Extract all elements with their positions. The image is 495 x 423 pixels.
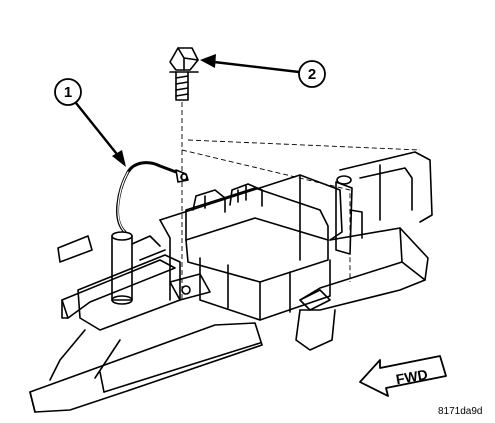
figure-code: 8171da9d [438,406,483,417]
callout-2-arrowhead [200,54,216,68]
mounting-bolt [169,47,199,101]
callout-2: 2 [200,54,326,88]
alignment-lines [181,102,421,300]
forward-direction-arrow: FWD [359,355,447,397]
callout-2-number: 2 [308,66,316,83]
callout-1-arrowhead [112,150,126,167]
sensor-wire-assembly [111,161,189,305]
control-module [169,183,331,321]
base-housing [29,151,433,413]
callout-1-number: 1 [64,84,72,101]
forward-label: FWD [395,366,429,387]
callout-1: 1 [54,78,126,167]
